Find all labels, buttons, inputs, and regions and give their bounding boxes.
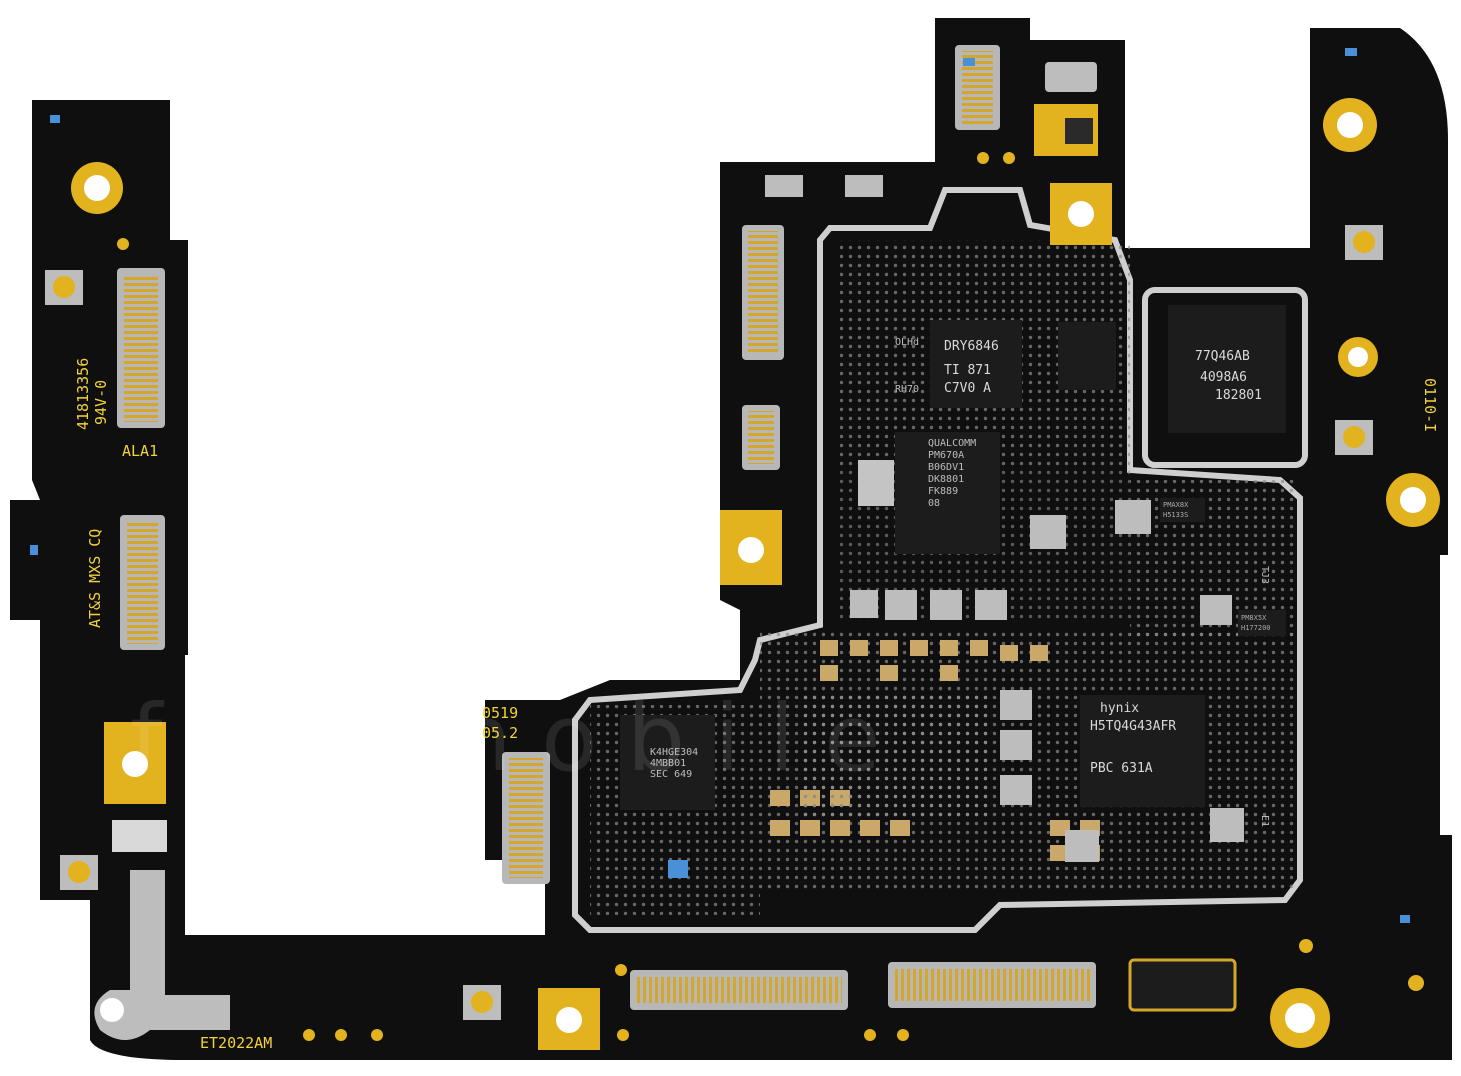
chip-ram-line3: PBC 631A (1090, 761, 1153, 776)
chip-small-b: PM8X5X H177200 (1238, 610, 1286, 636)
watermark: f c t o m o b i l e (130, 685, 881, 792)
chip-flash-line3: SEC 649 (650, 769, 692, 780)
blue-component (30, 48, 1410, 923)
btb-connector (117, 45, 1237, 1012)
chip-ram-line2: H5TQ4G43AFR (1090, 719, 1176, 734)
silk-e1: E1 (1259, 815, 1270, 827)
bga-pad-field (800, 690, 990, 820)
metal-spring-contact (94, 62, 1097, 1040)
chip-dry-line2: TI 871 (944, 363, 991, 378)
silk-ala: ALA1 (122, 442, 158, 460)
chip-small-a-line1: PMAX8X (1163, 501, 1189, 509)
chip-small-b-line2: H177200 (1241, 624, 1271, 632)
chip-small-a: PMAX8X H5133S (1160, 498, 1205, 522)
chip-flash-line1: K4HGE304 (650, 747, 698, 758)
silk-tj3: TJ3 (1259, 566, 1270, 584)
silk-date-code-1: 0519 (482, 704, 518, 722)
chip-pmic-line2: PM670A (928, 450, 964, 461)
chip-rf-transceiver: 77Q46AB 4098A6 182801 (1168, 305, 1286, 433)
chip-pmic-line6: 08 (928, 498, 940, 509)
chip-pmic-line4: DK8801 (928, 474, 964, 485)
silk-rh70: RH70 (895, 384, 919, 395)
chip-dry6846: DRY6846 TI 871 C7V0 A (930, 320, 1022, 408)
silk-side-code: 0110-I (1421, 378, 1439, 432)
silk-olhd: OLHd (895, 337, 919, 348)
chip-pmic-line1: QUALCOMM (928, 438, 976, 449)
silk-part-number: 41813356 (74, 358, 92, 430)
chip-dry-line3: C7V0 A (944, 381, 991, 396)
chip-pmic-line3: B06DV1 (928, 462, 964, 473)
chip-pmic-line5: FK889 (928, 486, 958, 497)
chip-sensor-white (858, 460, 894, 506)
test-points (117, 152, 1424, 1041)
silk-date-code-2: 05.2 (482, 724, 518, 742)
rf-shield-can-small (1142, 287, 1308, 468)
chip-pmic: QUALCOMM PM670A B06DV1 DK8801 FK889 08 (895, 432, 1000, 554)
silk-board-id: ET2022AM (200, 1034, 272, 1052)
chip-qfn-small (1058, 322, 1116, 390)
inductor-array (850, 500, 1244, 862)
chip-small-b-line1: PM8X5X (1241, 614, 1267, 622)
silk-maker: AT&S MXS CQ (86, 529, 104, 628)
datamatrix-label (112, 118, 1093, 852)
coax-connector (45, 225, 1383, 1020)
chip-flash-line2: 4MBB01 (650, 758, 686, 769)
chip-dry-line1: DRY6846 (944, 339, 999, 354)
chip-rf-line2: 4098A6 (1200, 370, 1247, 385)
chip-hynix-ram: hynix H5TQ4G43AFR PBC 631A (1080, 695, 1205, 807)
chip-rf-line1: 77Q46AB (1195, 349, 1250, 364)
chip-small-a-line2: H5133S (1163, 511, 1188, 519)
chip-rf-line3: 182801 (1215, 388, 1262, 403)
chip-ram-line1: hynix (1100, 701, 1139, 716)
chip-flash: K4HGE304 4MBB01 SEC 649 (620, 715, 715, 810)
silk-rating: 94V-0 (92, 380, 110, 425)
